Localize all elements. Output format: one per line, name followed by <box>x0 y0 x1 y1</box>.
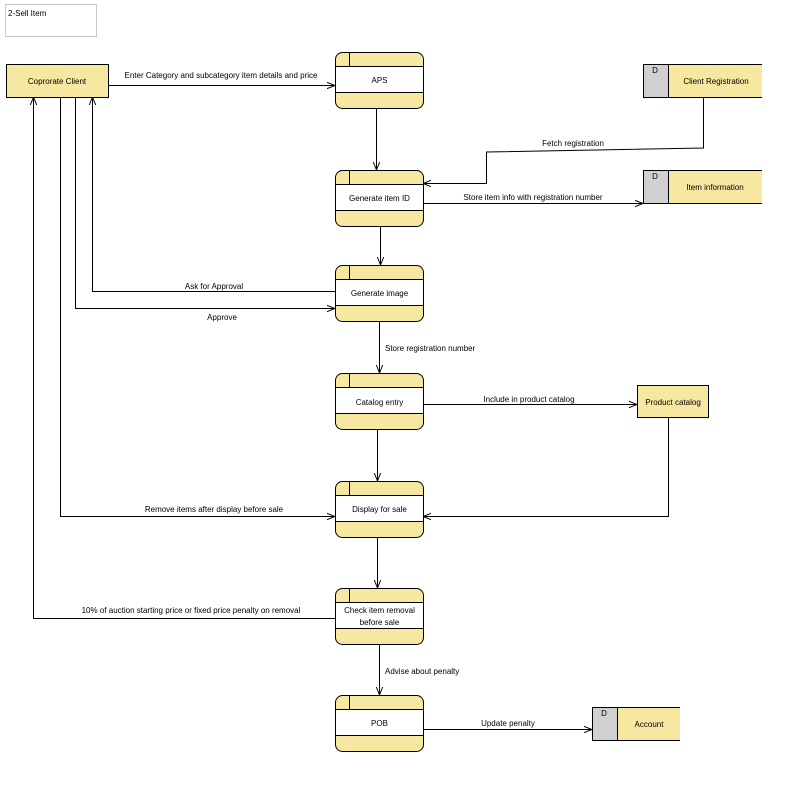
process-body <box>335 387 424 414</box>
datastore-tag: D <box>652 66 658 75</box>
flow-line <box>60 97 335 517</box>
flow-label-include-in-catalog: Include in product catalog <box>483 395 574 404</box>
entity-label-corporate-client: Coprorate Client <box>28 77 87 86</box>
entity-label-product-catalog: Product catalog <box>645 398 701 407</box>
process-check-item-removal: Check item removal before sale <box>335 588 424 645</box>
flow-line <box>93 97 335 292</box>
flow-fetch-registration: Fetch registration <box>423 97 704 184</box>
process-aps: APS <box>335 52 424 109</box>
flow-store-item-info: Store item info with registration number <box>423 193 643 204</box>
process-label-check-item-removal-line1: Check item removal <box>344 606 415 615</box>
process-body <box>335 602 424 629</box>
flow-label-approve: Approve <box>207 313 237 322</box>
process-generate-item-id: Generate item ID <box>335 170 424 227</box>
datastore-label-client-registration: Client Registration <box>683 77 748 86</box>
flow-enter-details: Enter Category and subcategory item deta… <box>108 71 335 86</box>
process-catalog-entry: Catalog entry <box>335 373 424 430</box>
flow-label-update-penalty: Update penalty <box>481 719 535 728</box>
process-label-catalog-entry: Catalog entry <box>356 398 404 407</box>
flow-advise-penalty: Advise about penalty <box>380 644 459 695</box>
process-label-check-item-removal-line2: before sale <box>360 618 400 627</box>
flow-line <box>75 97 335 309</box>
flow-product-catalog-to-display <box>423 417 669 517</box>
process-body <box>335 709 424 736</box>
process-generate-image: Generate image <box>335 265 424 322</box>
process-display-for-sale: Display for sale <box>335 481 424 538</box>
datastore-body <box>668 170 762 204</box>
datastore-body <box>668 64 762 98</box>
flow-include-in-catalog: Include in product catalog <box>423 395 637 405</box>
flow-ask-for-approval: Ask for Approval <box>93 97 335 292</box>
process-label-generate-image: Generate image <box>351 289 409 298</box>
flow-label-advise-penalty: Advise about penalty <box>385 667 459 676</box>
flow-store-registration-number: Store registration number <box>380 321 476 373</box>
flow-label-store-registration-number: Store registration number <box>385 344 476 353</box>
flow-label-remove-items: Remove items after display before sale <box>145 505 284 514</box>
flow-line <box>423 97 704 184</box>
flow-remove-items: Remove items after display before sale <box>60 97 335 517</box>
flow-line <box>34 97 335 619</box>
datastore-edges <box>668 64 762 98</box>
process-body <box>335 495 424 522</box>
flow-label-ask-approval: Ask for Approval <box>185 282 243 291</box>
process-pob: POB <box>335 695 424 752</box>
entity-product-catalog: Product catalog <box>637 385 709 418</box>
flow-approve: Approve <box>75 97 335 322</box>
datastore-tag-box <box>643 170 669 204</box>
process-body <box>335 279 424 306</box>
process-body <box>335 184 424 211</box>
datastore-edges <box>617 707 680 741</box>
process-label-display-for-sale: Display for sale <box>352 505 407 514</box>
flow-label-penalty-on-removal: 10% of auction starting price or fixed p… <box>82 606 301 615</box>
datastore-label-item-information: Item information <box>686 183 743 192</box>
flow-label-fetch-registration: Fetch registration <box>542 139 604 148</box>
entity-box <box>637 385 709 418</box>
datastore-tag-box <box>592 707 618 741</box>
process-label-aps: APS <box>371 76 387 85</box>
datastore-body <box>617 707 680 741</box>
datastore-account: D Account <box>592 707 680 741</box>
entity-box <box>6 64 109 98</box>
datastore-edges <box>668 170 762 204</box>
flow-label-enter-details: Enter Category and subcategory item deta… <box>125 71 319 80</box>
process-label-generate-item-id: Generate item ID <box>349 194 410 203</box>
datastore-tag: D <box>601 709 607 718</box>
title-frame <box>5 4 97 37</box>
datastore-label-account: Account <box>635 720 665 729</box>
diagram-title: 2-Sell Item <box>8 9 47 18</box>
flow-penalty-on-removal: 10% of auction starting price or fixed p… <box>34 97 335 619</box>
entity-corporate-client: Coprorate Client <box>6 64 109 98</box>
datastore-client-registration: D Client Registration <box>643 64 762 98</box>
flow-update-penalty: Update penalty <box>423 719 592 730</box>
datastore-item-information: D Item information <box>643 170 762 204</box>
flow-line <box>423 417 669 517</box>
flow-label-store-item-info: Store item info with registration number <box>463 193 603 202</box>
process-body <box>335 66 424 93</box>
datastore-tag: D <box>652 172 658 181</box>
datastore-tag-box <box>643 64 669 98</box>
process-label-pob: POB <box>371 719 388 728</box>
diagram-title-box: 2-Sell Item <box>5 4 97 37</box>
